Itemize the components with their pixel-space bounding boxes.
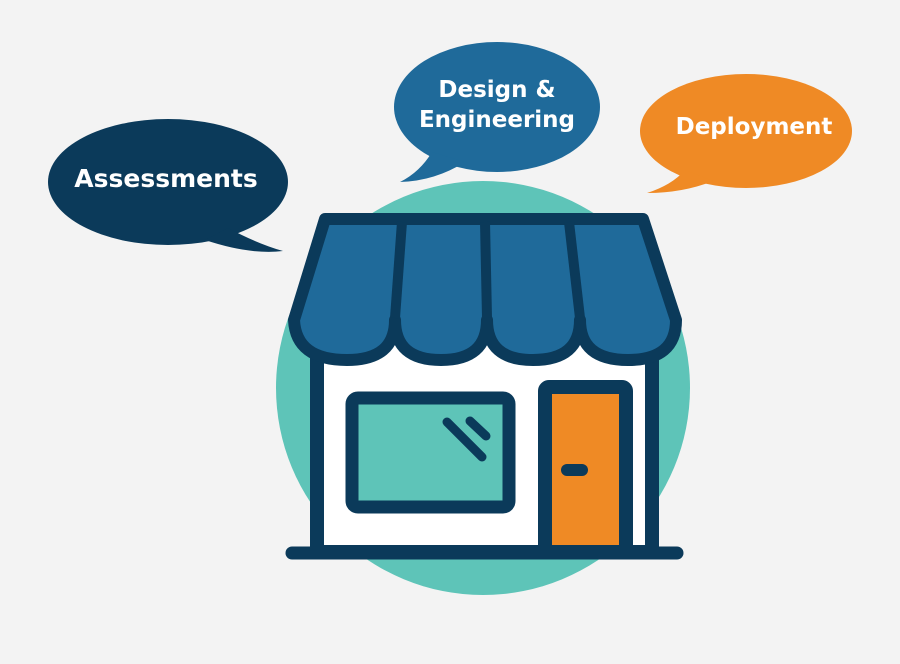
awning-stripe-2 <box>480 221 492 319</box>
design-label-line1: Design & <box>438 77 555 103</box>
deployment-bubble: Deployment <box>640 74 852 193</box>
design-bubble-body <box>394 42 600 172</box>
window <box>345 391 516 514</box>
door-handle <box>561 464 588 476</box>
assessments-bubble-body <box>48 119 288 245</box>
storefront-icon <box>285 213 684 560</box>
awning <box>288 213 682 366</box>
deployment-bubble-body <box>640 74 852 188</box>
deployment-label: Deployment <box>676 114 833 140</box>
awning-stripe-3 <box>564 221 585 319</box>
design-bubble-tail <box>400 152 465 182</box>
design-engineering-bubble: Design & Engineering <box>394 42 600 182</box>
window-glare-1 <box>442 417 487 462</box>
design-label-line2: Engineering <box>419 107 575 133</box>
assessments-bubble-tail <box>205 228 283 252</box>
assessments-bubble: Assessments <box>48 119 288 252</box>
deployment-bubble-tail <box>647 170 713 193</box>
assessments-label: Assessments <box>74 164 257 193</box>
window-glare-2 <box>465 416 491 441</box>
awning-stripe-1 <box>390 221 407 319</box>
